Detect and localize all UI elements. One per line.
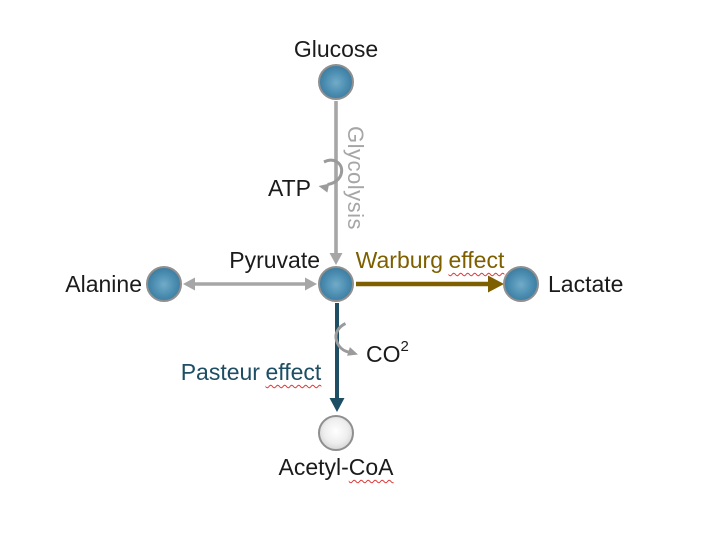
warburg-word: Warburg (355, 247, 443, 273)
pasteur-word: Pasteur (180, 359, 260, 385)
lactate-node (503, 266, 539, 302)
co2-branch-arrow (334, 322, 358, 356)
alanine-label: Alanine (65, 271, 142, 297)
glycolysis-arrow (329, 101, 343, 265)
acetyl-flagged-word: CoA (348, 454, 394, 480)
warburg-arrow (356, 275, 504, 293)
pyruvate-label: Pyruvate (229, 247, 320, 273)
glucose-label: Glucose (293, 36, 379, 62)
co2-superscript: 2 (400, 338, 409, 356)
alanine-pyruvate-arrow (183, 277, 317, 291)
glycolysis-label: Glycolysis (343, 125, 368, 231)
pasteur-flagged-word: effect (265, 359, 322, 385)
co2-label: CO2 (366, 338, 409, 367)
pyruvate-node (318, 266, 354, 302)
glucose-node (318, 64, 354, 100)
atp-label: ATP (267, 175, 311, 201)
atp-branch-arrow (318, 158, 344, 193)
acetyl-coa-node (318, 415, 354, 451)
alanine-node (146, 266, 182, 302)
co2-base: CO (366, 341, 401, 367)
warburg-flagged-word: effect (448, 247, 505, 273)
pasteur-arrow (329, 303, 345, 412)
acetyl-prefix: Acetyl- (278, 454, 349, 480)
lactate-label: Lactate (548, 271, 624, 297)
acetyl-coa-label: Acetyl-CoA (278, 454, 393, 480)
